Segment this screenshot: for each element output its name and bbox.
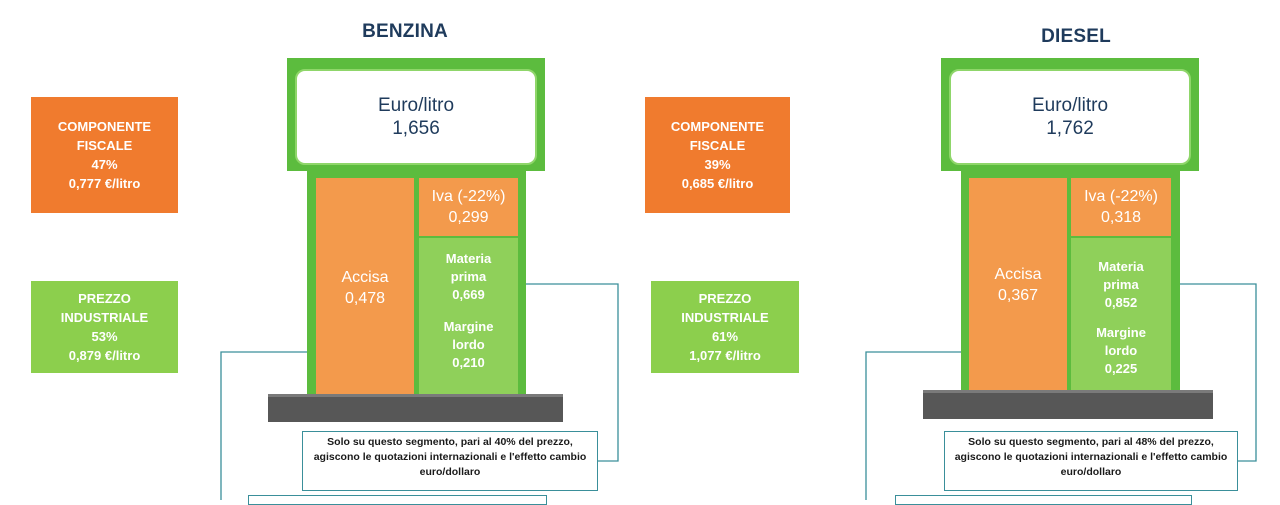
benzina-iva-cell: Iva (-22%) 0,299 xyxy=(419,178,518,236)
benzina-note-line2: agiscono le quotazioni internazionali e … xyxy=(313,451,587,463)
benzina-materia-line1: Materia xyxy=(445,251,492,266)
diesel-note: Solo su questo segmento, pari al 48% del… xyxy=(944,431,1238,491)
benzina-lower-note xyxy=(248,495,547,505)
diesel-iva-label: Iva (-22%) xyxy=(1084,188,1158,205)
benzina-note-line3: euro/dollaro xyxy=(419,466,481,478)
benzina-price-display: Euro/litro 1,656 xyxy=(295,69,537,165)
diesel-materia-line1: Materia xyxy=(1098,259,1144,274)
diesel-note-line3: euro/dollaro xyxy=(1060,466,1122,478)
benzina-materia-value: 0,669 xyxy=(452,287,485,302)
benzina-fiscal-pct: 47% xyxy=(91,157,118,172)
benzina-margine-value: 0,210 xyxy=(452,355,485,370)
benzina-display-value: 1,656 xyxy=(392,118,440,139)
diesel-display-label: Euro/litro xyxy=(1031,95,1109,116)
benzina-accisa-value: 0,478 xyxy=(344,290,386,307)
benzina-industrial-box: PREZZO INDUSTRIALE 53% 0,879 €/litro xyxy=(31,281,178,373)
benzina-margine-line1: Margine xyxy=(443,319,494,334)
connector-materia-diesel xyxy=(1172,283,1257,462)
diesel-note-line1: Solo su questo segmento, pari al 48% del… xyxy=(968,436,1214,448)
benzina-industrial-line2: INDUSTRIALE xyxy=(60,310,149,325)
benzina-industrial-line1: PREZZO xyxy=(78,291,131,306)
diesel-materia-line2: prima xyxy=(1103,277,1139,292)
diesel-industrial-box: PREZZO INDUSTRIALE 61% 1,077 €/litro xyxy=(651,281,799,373)
diesel-margine-line1: Margine xyxy=(1096,325,1146,340)
diesel-industrial-cell: Materia prima 0,852 Margine lordo 0,225 xyxy=(1071,238,1171,392)
benzina-materia-line2: prima xyxy=(450,269,487,284)
benzina-note: Solo su questo segmento, pari al 40% del… xyxy=(302,431,598,491)
diesel-industrial-line1: PREZZO xyxy=(698,291,752,306)
diesel-display-value: 1,762 xyxy=(1046,118,1094,139)
benzina-fiscal-line1: COMPONENTE xyxy=(57,119,152,134)
diesel-margine-line2: lordo xyxy=(1104,343,1138,358)
diesel-lower-note xyxy=(895,495,1192,505)
diesel-fiscal-value: 0,685 €/litro xyxy=(681,176,754,191)
benzina-industrial-cell: Materia prima 0,669 Margine lordo 0,210 xyxy=(419,238,518,398)
diesel-materia-value: 0,852 xyxy=(1104,295,1138,310)
diesel-pump-base xyxy=(923,390,1213,419)
diesel-accisa-value: 0,367 xyxy=(997,287,1039,304)
diesel-fiscal-pct: 39% xyxy=(704,157,731,172)
diesel-title: DIESEL xyxy=(1041,26,1111,47)
diesel-iva-value: 0,318 xyxy=(1100,209,1142,226)
diesel-margine-value: 0,225 xyxy=(1104,361,1138,376)
diesel-note-line2: agiscono le quotazioni internazionali e … xyxy=(954,451,1228,463)
benzina-display-label: Euro/litro xyxy=(377,95,455,116)
benzina-fiscal-line2: FISCALE xyxy=(76,138,133,153)
diesel-accisa-label: Accisa xyxy=(994,266,1042,283)
benzina-industrial-pct: 53% xyxy=(91,329,118,344)
diesel-industrial-pct: 61% xyxy=(711,329,739,344)
diesel-fiscal-line1: COMPONENTE xyxy=(670,119,765,134)
diesel-industrial-line2: INDUSTRIALE xyxy=(681,310,769,325)
diesel-fiscal-line2: FISCALE xyxy=(689,138,746,153)
diesel-iva-cell: Iva (-22%) 0,318 xyxy=(1071,178,1171,236)
benzina-pump-base xyxy=(268,394,563,422)
benzina-note-line1: Solo su questo segmento, pari al 40% del… xyxy=(327,436,573,448)
connector-materia-benzina xyxy=(520,283,619,462)
benzina-accisa-cell: Accisa 0,478 xyxy=(316,178,414,398)
diesel-accisa-cell: Accisa 0,367 xyxy=(969,178,1067,392)
diesel-price-display: Euro/litro 1,762 xyxy=(949,69,1191,165)
diesel-fiscal-box: COMPONENTE FISCALE 39% 0,685 €/litro xyxy=(645,97,790,213)
benzina-industrial-value: 0,879 €/litro xyxy=(68,348,141,363)
benzina-margine-line2: lordo xyxy=(452,337,485,352)
benzina-fiscal-box: COMPONENTE FISCALE 47% 0,777 €/litro xyxy=(31,97,178,213)
diesel-industrial-value: 1,077 €/litro xyxy=(689,348,761,363)
benzina-title: BENZINA xyxy=(362,21,448,42)
benzina-accisa-label: Accisa xyxy=(341,269,389,286)
benzina-iva-label: Iva (-22%) xyxy=(431,188,506,205)
benzina-fiscal-value: 0,777 €/litro xyxy=(68,176,141,191)
benzina-iva-value: 0,299 xyxy=(448,209,489,226)
